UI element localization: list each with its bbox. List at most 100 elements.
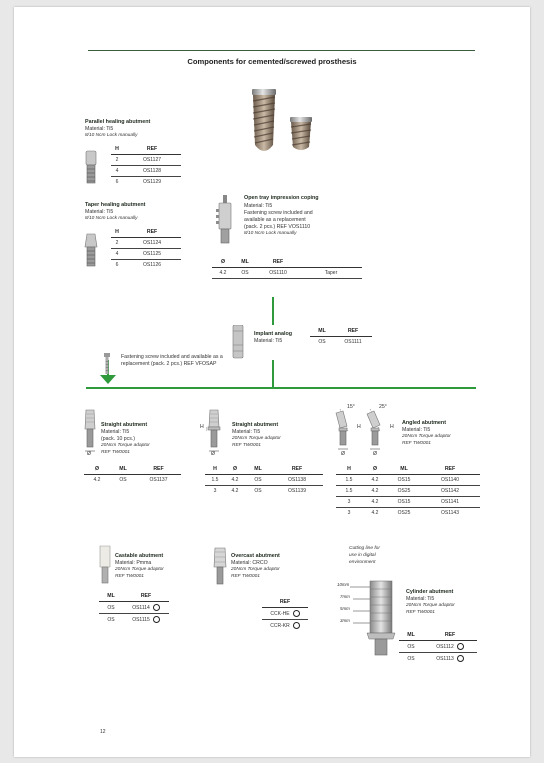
table-cell: OS15 <box>388 474 420 486</box>
table-cell: 1.5 <box>336 485 362 497</box>
table-cell: 4.2 <box>212 267 234 279</box>
table-row: 1.5 4.2 OS25 OS1142 <box>336 485 480 497</box>
col-header: REF <box>420 465 480 475</box>
table-cell: OS1138 <box>271 474 323 486</box>
overcast-torque: 20Ncm Torque adaptor <box>231 567 280 572</box>
straight-1-pack: (pack. 10 pcs.) <box>101 436 136 442</box>
ref-code: OS1112 <box>436 643 454 650</box>
col-header: Ø <box>84 465 110 475</box>
col-header: REF <box>423 631 477 641</box>
angled-torque: 20Ncm Torque adaptor <box>402 434 451 439</box>
height-label: H <box>200 424 204 430</box>
ref-code: OS1115 <box>132 616 150 623</box>
table-cell: 3 <box>336 496 362 508</box>
table-cell: 3 <box>347 510 351 516</box>
ref-code: CCK-HE <box>270 610 290 617</box>
fastening-screw-image <box>104 353 110 374</box>
table-cell: OS <box>399 640 423 653</box>
table-row: 3 4.2 OS15 OS1141 <box>336 496 480 508</box>
implant-analog-image <box>232 325 244 359</box>
implant-analog-title: Implant analog <box>254 331 293 337</box>
col-header: H <box>111 145 124 155</box>
table-cell: OS1124 <box>123 237 181 249</box>
circle-icon <box>152 604 160 611</box>
table-cell: OS1115 <box>123 614 169 626</box>
table-cell: 4.2 <box>93 477 101 483</box>
straight-1-torque: 20Ncm Torque adaptor <box>101 443 150 448</box>
table-cell: OS15 <box>388 496 420 508</box>
cylinder-torque: 20Ncm Torque adaptor <box>406 603 455 608</box>
col-header: REF <box>136 465 181 475</box>
circle-icon <box>456 655 464 662</box>
straight-abutment-2-image <box>206 409 221 452</box>
table-cell: OS <box>234 267 256 279</box>
table-cell: 2 <box>111 154 124 166</box>
implant-analog-material: Material: Ti5 <box>254 338 283 344</box>
open-tray-material: Material: Ti5 <box>244 203 273 209</box>
table-cell: 3 <box>213 488 217 494</box>
height-label: H <box>357 424 361 430</box>
angle-15-label: 15° <box>347 404 355 410</box>
table-cell: 4 <box>111 248 124 260</box>
angled-abutment-15-image <box>335 409 349 450</box>
col-header: ML <box>110 465 136 475</box>
col-header: REF <box>334 327 372 337</box>
table-cell: 4.2 <box>371 510 379 516</box>
height-10mm-label: 10mm <box>337 582 350 587</box>
straight-2-table: H Ø ML REF 1.5 4.2 OS OS1138 3 4.2 OS OS… <box>205 465 323 496</box>
flow-line <box>272 360 274 388</box>
angled-ref: REF TW0001 <box>402 441 431 446</box>
straight-2-torque: 20Ncm Torque adaptor <box>232 436 281 441</box>
open-tray-desc-3: (pack. 2 pcs.) REF VOS1110 <box>244 224 311 230</box>
page-title: Components for cemented/screwed prosthes… <box>187 57 357 66</box>
col-header: ML <box>245 465 271 475</box>
catalog-page: Components for cemented/screwed prosthes… <box>14 7 530 757</box>
angle-25-label: 25° <box>379 404 387 410</box>
straight-abutment-1-image <box>84 409 96 452</box>
col-header: H <box>111 228 124 238</box>
height-7mm-label: 7mm <box>340 594 350 599</box>
table-cell: OS <box>99 601 123 614</box>
table-cell: CCR-KR <box>262 620 308 632</box>
cylinder-material: Material: Ti5 <box>406 596 435 602</box>
table-cell: 6 <box>115 179 119 185</box>
table-cell: OS1128 <box>123 165 181 177</box>
fastening-note: Fastening screw included and available a… <box>121 354 223 367</box>
overcast-material: Material: CRCO <box>231 560 268 566</box>
col-header: REF <box>123 228 181 238</box>
table-row: OS OS1112 <box>399 640 477 653</box>
cutting-note-1: Cutting line for <box>349 546 380 551</box>
table-cell: OS1111 <box>344 339 362 345</box>
col-header: REF <box>123 145 181 155</box>
taper-healing-torque: 8/10 Ncm Lock manually <box>85 216 138 221</box>
table-cell: OS1125 <box>123 248 181 260</box>
table-row: 3 4.2 OS OS1139 <box>205 486 323 497</box>
angled-table: H Ø ML REF 1.5 4.2 OS15 OS1140 1.5 4.2 O… <box>336 465 480 518</box>
circle-icon <box>292 622 300 629</box>
col-header: H <box>336 465 362 475</box>
page-number: 12 <box>100 729 106 735</box>
table-cell: OS1129 <box>143 179 162 185</box>
table-row: 1.5 4.2 OS OS1138 <box>205 474 323 486</box>
straight-1-material: Material: Ti5 <box>101 429 130 435</box>
col-header: H <box>205 465 225 475</box>
diameter-label: Ø <box>373 451 378 457</box>
table-row: 6 OS1129 <box>111 177 181 188</box>
castable-ref: REF TW0001 <box>115 574 144 579</box>
cutting-note-3: environment <box>349 560 376 565</box>
open-tray-title: Open tray impression coping <box>244 195 319 201</box>
table-cell: OS1114 <box>123 601 169 614</box>
col-header: Ø <box>225 465 245 475</box>
table-cell: OS1137 <box>149 477 168 483</box>
col-header: REF <box>123 592 169 602</box>
table-row: 4.2 OS OS1110 Taper <box>212 267 362 279</box>
col-header: Ø <box>362 465 388 475</box>
table-cell: OS <box>245 474 271 486</box>
table-cell: OS <box>254 488 262 494</box>
height-3mm-label: 3mm <box>340 618 350 623</box>
